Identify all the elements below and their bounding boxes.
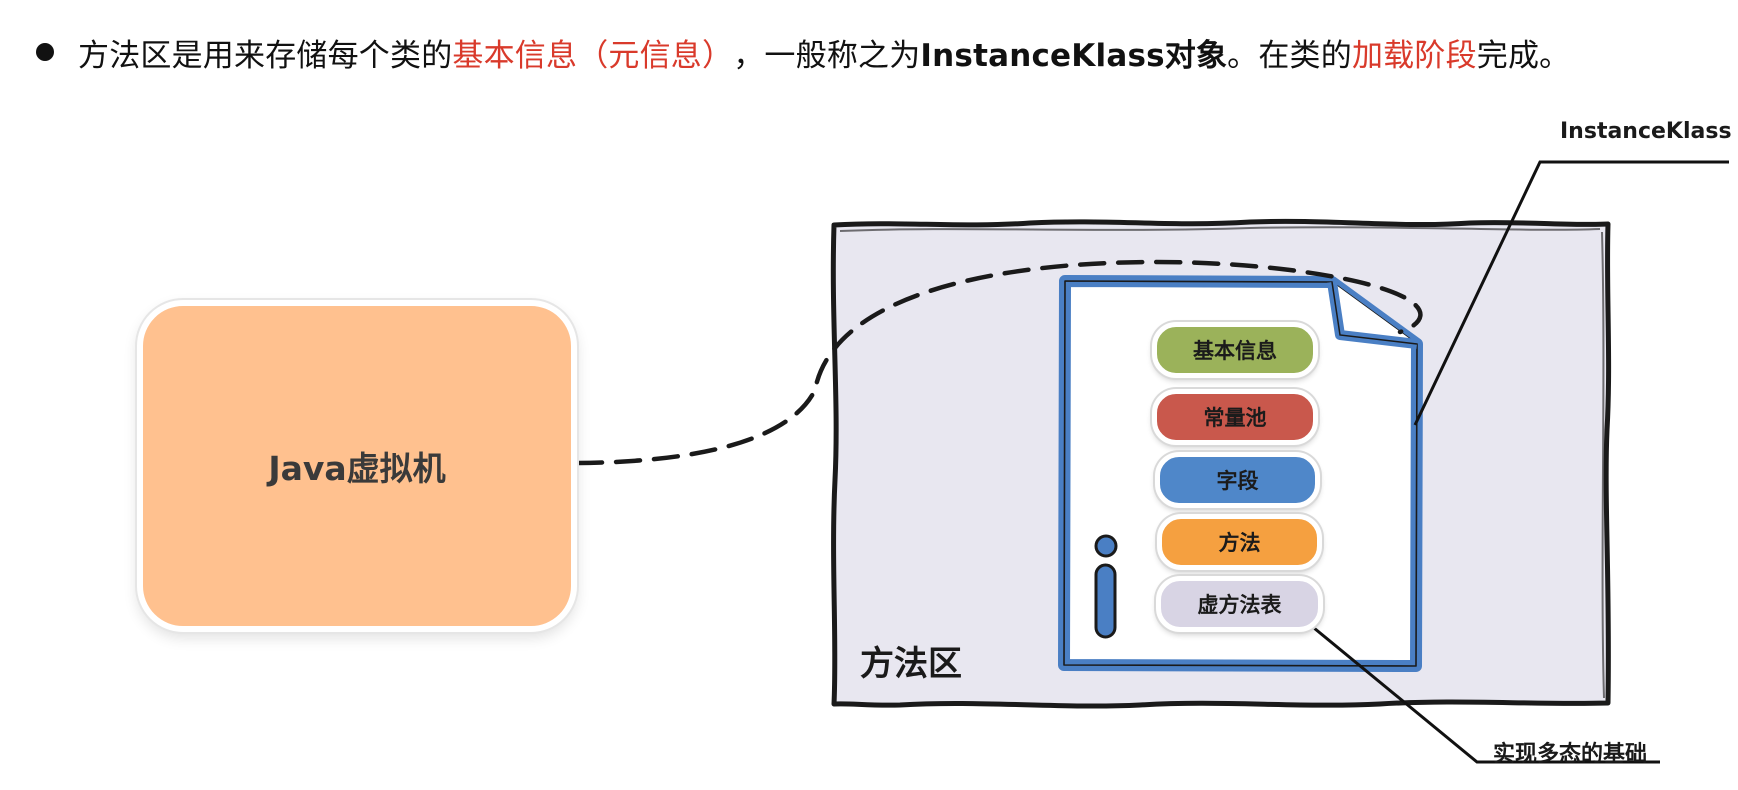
bullet-dot-icon: [36, 43, 54, 61]
sentence-part-3: 。在类的: [1227, 37, 1352, 74]
jvm-box: Java虚拟机: [137, 300, 577, 632]
item-virtual-method-table-pill: 虚方法表: [1156, 576, 1323, 632]
instanceklass-label: InstanceKlass: [1560, 119, 1732, 144]
polymorphism-basis-label: 实现多态的基础: [1493, 742, 1648, 767]
item-basic-info-pill: 基本信息: [1152, 322, 1318, 378]
sentence-highlight-basic-info: 基本信息（元信息）: [452, 37, 734, 74]
sentence-part-2: ，一般称之为: [733, 37, 921, 74]
sentence-part-1: 方法区是用来存储每个类的: [78, 37, 453, 74]
folded-corner-sketch: [1331, 281, 1418, 345]
method-area-label: 方法区: [860, 644, 962, 684]
vtable-callout-line: [1313, 626, 1660, 764]
document-outline-sketch: [1063, 280, 1418, 667]
bullet-sentence: 方法区是用来存储每个类的 基本信息（元信息） ，一般称之为 InstanceKl…: [36, 28, 1570, 76]
info-icon: [1094, 534, 1118, 639]
jvm-to-instanceklass-dashed-connector: [575, 259, 1423, 466]
item-constant-pool-pill: 常量池: [1152, 389, 1318, 445]
sentence-highlight-loading: 加载阶段: [1351, 37, 1477, 74]
item-methods-pill: 方法: [1157, 514, 1322, 570]
sentence-part-4: 完成。: [1476, 37, 1571, 74]
item-fields-pill: 字段: [1155, 452, 1320, 508]
jvm-label: Java虚拟机: [268, 449, 446, 488]
sentence-bold-instanceklass: InstanceKlass对象: [920, 37, 1228, 74]
instanceklass-callout-line: [1413, 160, 1729, 426]
